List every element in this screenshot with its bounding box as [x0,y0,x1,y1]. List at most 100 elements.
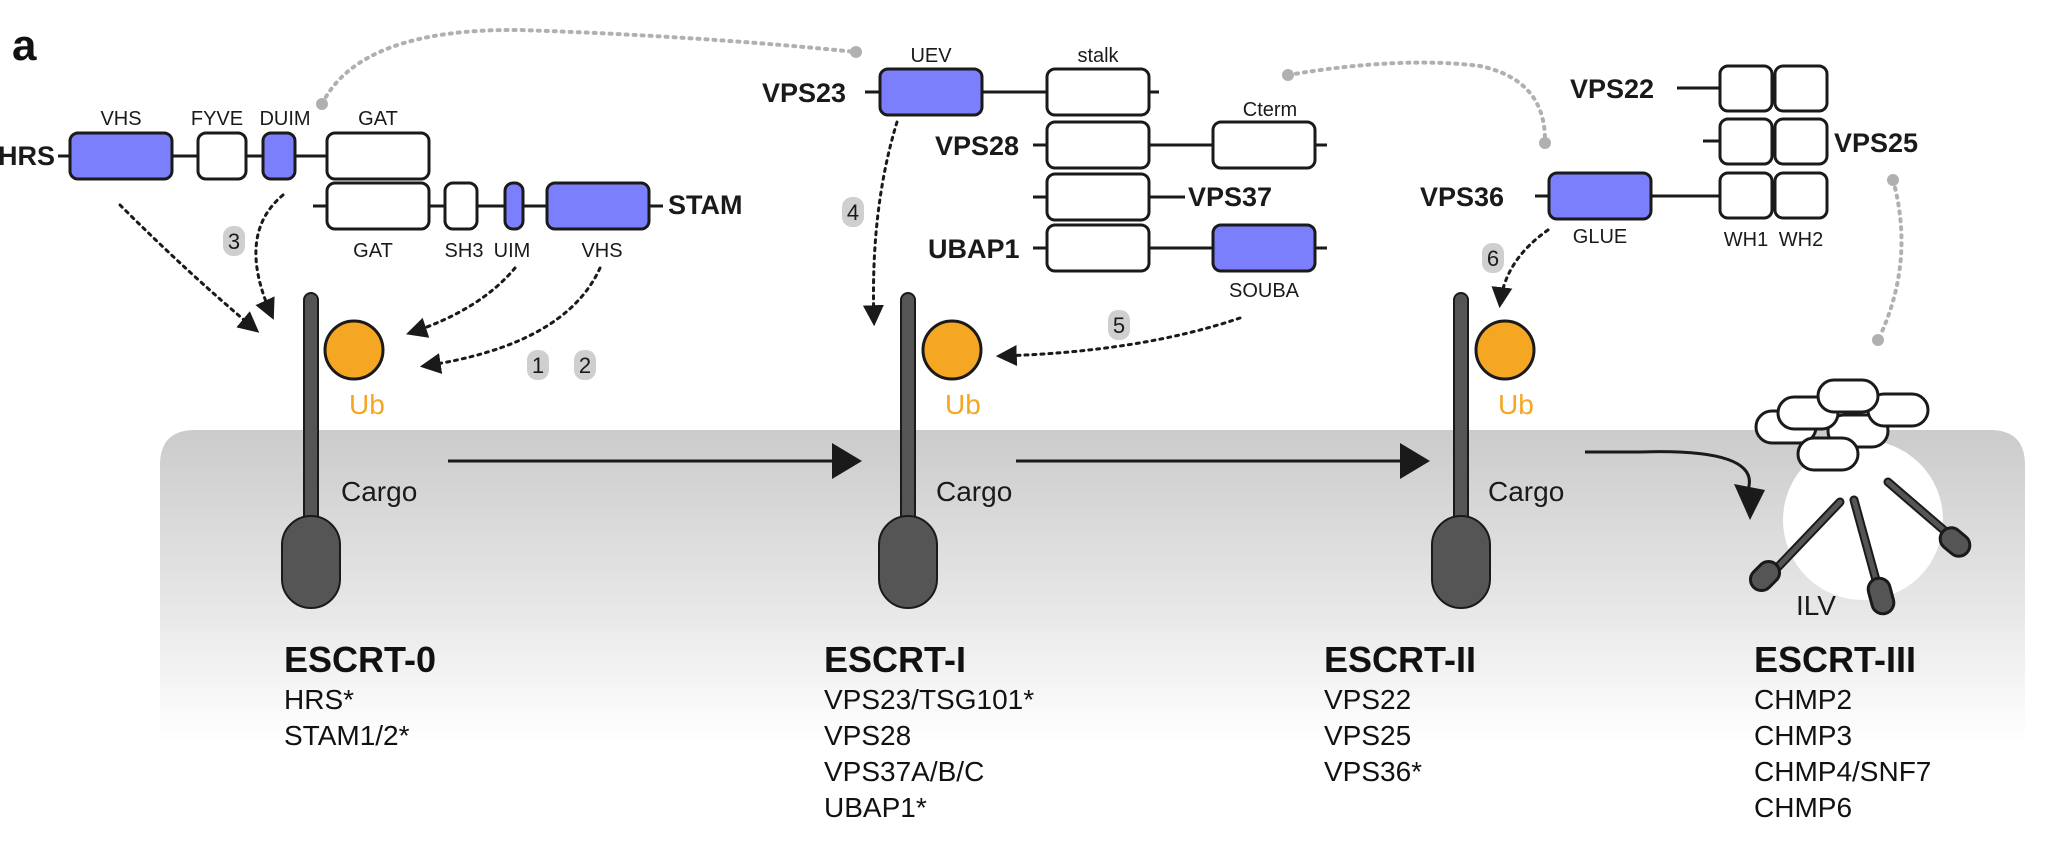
membrane-band [160,430,2025,742]
escrt1-title: ESCRT-I [824,639,966,680]
wh1-domain [1718,171,1774,220]
escrt3-member: CHMP4/SNF7 [1754,756,1931,787]
svg-text:5: 5 [1113,313,1125,338]
svg-text:6: 6 [1487,246,1499,271]
arrow-souba [995,316,1242,367]
arrow-uim [406,266,517,338]
ubap1-protein-label: UBAP1 [928,234,1020,264]
glue-domain [1547,171,1653,221]
stam-gat-label: GAT [353,240,393,262]
souba-label: SOUBA [1229,280,1300,302]
arrow-glue [1491,228,1550,309]
hrs-gat-label: GAT [358,108,398,130]
sh3-label: SH3 [445,240,484,262]
arrow-hrs-vhs [118,203,260,333]
vps23-protein-label: VPS23 [762,78,846,108]
ubiquitin [921,319,983,381]
hrs-protein-label: HRS [0,141,55,171]
escrt2-member: VPS22 [1324,684,1411,715]
hrs-vhs-label: VHS [100,108,141,130]
escrt3-member: CHMP6 [1754,792,1852,823]
uev-label: UEV [910,45,952,67]
arrow-stam-vhs [419,266,602,374]
souba-domain [1211,223,1317,273]
vps22-domain-2 [1773,64,1829,113]
vps28-n-domain [1045,120,1151,170]
escrt2-domains [1535,64,1829,221]
vps37-domain [1045,172,1151,222]
arrow-duim [254,193,285,320]
ubap1-domain [1045,223,1151,273]
fyve-label: FYVE [191,108,243,130]
ub-label: Ub [945,389,981,420]
step-badge-2 [574,350,596,380]
escrt0-domains [58,131,663,231]
vps25-domain-2 [1773,117,1829,166]
escrt2-member: VPS36* [1324,756,1422,787]
duim-label: DUIM [259,108,310,130]
ubiquitin [1474,319,1536,381]
escrt0-member: STAM1/2* [284,720,410,751]
step-badge-1 [527,350,549,380]
step-badge-3 [223,226,245,256]
svg-text:1: 1 [532,353,544,378]
stam-protein-label: STAM [668,190,743,220]
duim-domain [261,131,297,181]
cargo-escrt1 [878,292,983,609]
svg-text:4: 4 [847,200,859,225]
transfer-arrow-3 [1585,450,1751,491]
escrt0-member: HRS* [284,684,354,715]
cargo-escrt2 [1431,292,1536,609]
wh2-label: WH2 [1779,229,1823,251]
sh3-domain [443,181,479,231]
hrs-gat-domain [325,131,431,181]
uim-domain [503,181,525,231]
cterm-domain [1211,120,1317,170]
ub-label: Ub [1498,389,1534,420]
vps23-stalk-domain [1045,67,1151,117]
svg-text:2: 2 [579,353,591,378]
stam-gat-domain [325,181,431,231]
escrt0-title: ESCRT-0 [284,639,436,680]
escrt2-title: ESCRT-II [1324,639,1476,680]
vps25-domain-1 [1718,117,1774,166]
ilv-label: ILV [1796,590,1836,621]
cterm-label: Cterm [1243,99,1297,121]
uev-domain [878,67,984,117]
step-badge-4 [842,197,864,227]
escrt1-member: VPS37A/B/C [824,756,984,787]
cargo-label: Cargo [341,476,417,507]
stam-vhs-domain [545,181,651,231]
vps36-protein-label: VPS36 [1420,182,1504,212]
stam-vhs-label: VHS [581,240,622,262]
hrs-vhs-domain [68,131,174,181]
escrt3-member: CHMP2 [1754,684,1852,715]
svg-text:3: 3 [228,229,240,254]
gray-connectors [316,27,1904,346]
glue-label: GLUE [1573,226,1627,248]
escrt2-member: VPS25 [1324,720,1411,751]
ubiquitin [323,319,385,381]
escrt3-member: CHMP3 [1754,720,1852,751]
escrt1-member: VPS28 [824,720,911,751]
cargo-label: Cargo [936,476,1012,507]
vps22-domain-1 [1718,64,1774,113]
escrt1-member: UBAP1* [824,792,927,823]
arrow-uev [862,120,899,327]
vps37-protein-label: VPS37 [1188,182,1272,212]
cargo-label: Cargo [1488,476,1564,507]
escrt1-member: VPS23/TSG101* [824,684,1034,715]
uim-label: UIM [494,240,531,262]
step-badge-6 [1482,243,1504,273]
wh2-domain [1773,171,1829,220]
escrt3-title: ESCRT-III [1754,639,1916,680]
stalk-label: stalk [1077,45,1119,67]
fyve-domain [196,131,248,181]
vps28-protein-label: VPS28 [935,131,1019,161]
step-badge-5 [1108,310,1130,340]
ub-label: Ub [349,389,385,420]
vps25-protein-label: VPS25 [1834,128,1918,158]
cargo-escrt0 [281,292,385,609]
